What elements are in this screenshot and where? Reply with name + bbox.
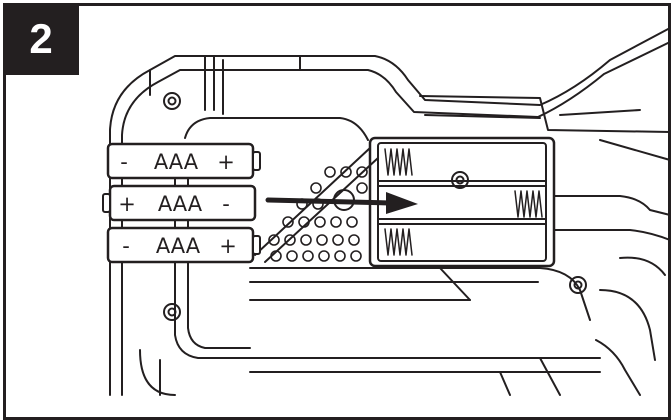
panel-border [3,3,671,420]
battery-2: + AAA - [102,184,257,222]
battery-1: - AAA + [106,142,261,180]
battery-3-right-terminal: + [219,234,237,258]
battery-1-right-terminal: + [217,150,235,174]
step-number-badge: 2 [3,3,79,75]
speaker-grille [268,166,368,262]
battery-3: - AAA + [106,226,261,264]
battery-3-left-terminal: - [122,234,130,258]
battery-2-left-terminal: + [118,192,136,216]
spring-icon [384,148,543,256]
battery-3-type: AAA [156,234,201,258]
battery-1-left-terminal: - [120,150,128,174]
battery-1-type: AAA [154,150,199,174]
blaster-body [109,27,671,396]
battery-2-right-terminal: - [222,192,230,216]
arrow-right-icon [265,192,418,214]
battery-2-type: AAA [158,192,203,216]
